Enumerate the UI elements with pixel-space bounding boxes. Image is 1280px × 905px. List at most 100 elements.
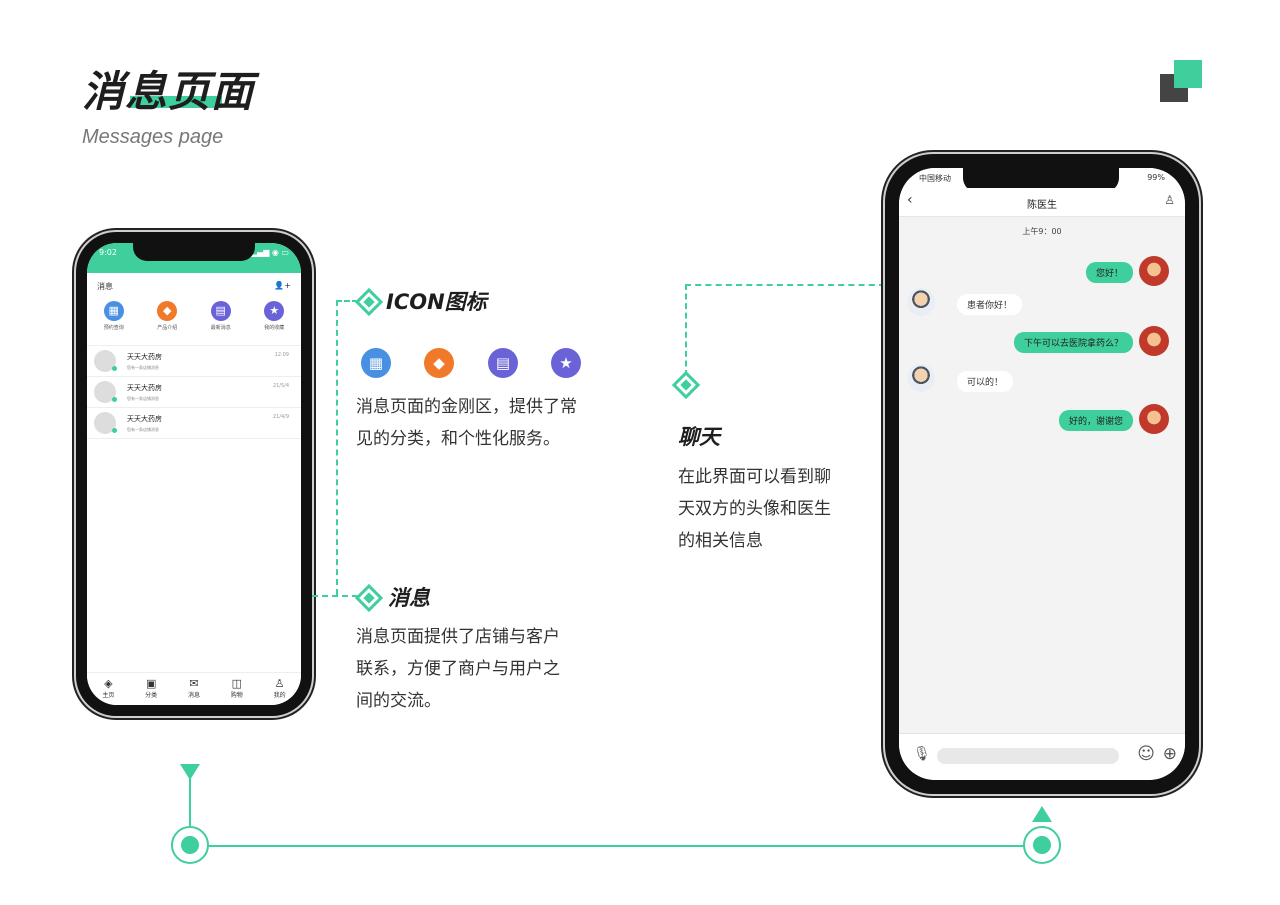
- timeline-node-dot: [181, 836, 199, 854]
- desc-line: 间的交流。: [356, 691, 441, 711]
- list-item[interactable]: 天天大药房 您有一条店铺消息 21/5/4: [87, 376, 301, 407]
- page-title: 消息页面: [82, 67, 255, 116]
- plus-icon[interactable]: ⊕: [1162, 744, 1177, 764]
- chat-screen: 中国移动 99% ‹ 陈医生 ♙ 上午9：00 您好！ 患者你好！ 下午可以去医…: [899, 168, 1185, 780]
- avatar: [1139, 256, 1169, 286]
- chat-callout-desc: 在此界面可以看到聊 天双方的头像和医生 的相关信息: [678, 461, 831, 557]
- avatar: [1139, 326, 1169, 356]
- desc-line: 的相关信息: [678, 531, 763, 551]
- diamond-icon: ◆: [157, 301, 178, 321]
- list-item[interactable]: 天天大药房 您有一条店铺消息 12.09: [87, 345, 301, 376]
- logo-green-square: [1174, 60, 1202, 88]
- outgoing-bubble: 好的，谢谢您: [1058, 410, 1133, 431]
- tab-profile[interactable]: ♙ 我的: [265, 673, 295, 705]
- desc-line: 消息页面提供了店铺与客户: [356, 627, 560, 647]
- shortcut-label: 预约查询: [103, 325, 124, 331]
- arrow-up-icon: [1032, 806, 1052, 822]
- desc-line: 天双方的头像和医生: [678, 499, 831, 519]
- connector-line: [336, 300, 358, 302]
- desc-line: 在此界面可以看到聊: [678, 467, 831, 487]
- avatar: [1139, 404, 1169, 434]
- message-date: 21/5/4: [272, 383, 289, 389]
- tab-label: 购物: [230, 692, 243, 699]
- shortcut-label: 产品介绍: [157, 325, 178, 331]
- avatar: [94, 381, 116, 403]
- chat-timestamp: 上午9：00: [1022, 227, 1062, 236]
- chat-nav-bar: ‹ 陈医生 ♙: [899, 188, 1185, 217]
- shortcut-favorites[interactable]: ★ 我的收藏: [254, 301, 294, 331]
- bookmark-star-icon: ★: [264, 301, 285, 321]
- message-callout-desc: 消息页面提供了店铺与客户 联系，方便了商户与用户之 间的交流。: [356, 621, 560, 717]
- shortcut-news[interactable]: ▤ 最新消息: [201, 301, 241, 331]
- timeline-node: [1023, 826, 1061, 864]
- doctor-avatar: [907, 288, 935, 316]
- profile-icon[interactable]: ♙: [1164, 193, 1175, 207]
- message-callout-title: 消息: [388, 586, 430, 610]
- tab-messages[interactable]: ✉ 消息: [179, 673, 209, 705]
- phone-notch: [133, 243, 255, 261]
- bottom-tab-bar: ◈ 主页 ▣ 分类 ✉ 消息 ◫ 购物 ♙ 我的: [87, 672, 301, 705]
- bookmark-star-icon: ★: [551, 348, 581, 378]
- back-icon[interactable]: ‹: [907, 192, 913, 208]
- diamond-marker: [354, 583, 384, 613]
- connector-line: [685, 284, 885, 286]
- page-subtitle: Messages page: [82, 126, 224, 148]
- carrier-label: 中国移动: [919, 174, 951, 183]
- outgoing-bubble: 下午可以去医院拿药么？: [1013, 332, 1133, 353]
- left-phone-screen: 9:02 ▂▄▆ ◉ ▭ 消息 👤+ ▦ 预约查询 ◆ 产品介绍 ▤ 最新消息 …: [87, 243, 301, 705]
- status-icons: ▂▄▆ ◉ ▭: [250, 248, 289, 257]
- mail-icon: ✉: [189, 677, 199, 690]
- chat-callout-title: 聊天: [678, 425, 720, 449]
- message-preview: 您有一条店铺消息: [127, 396, 159, 401]
- microphone-icon[interactable]: 🎙: [913, 746, 931, 762]
- avatar: [94, 350, 116, 372]
- outgoing-bubble: 您好！: [1085, 262, 1133, 283]
- grid-icon: ▣: [145, 677, 157, 690]
- list-item[interactable]: 天天大药房 您有一条店铺消息 21/4/9: [87, 407, 301, 439]
- tab-label: 主页: [102, 692, 115, 699]
- message-input[interactable]: [937, 748, 1119, 764]
- shortcut-products[interactable]: ◆ 产品介绍: [147, 301, 187, 331]
- message-preview: 您有一条店铺消息: [127, 365, 159, 370]
- contact-name: 陈医生: [1027, 200, 1057, 211]
- diamond-marker: [354, 287, 384, 317]
- message-sender: 天天大药房: [127, 415, 162, 423]
- message-date: 12.09: [274, 352, 289, 358]
- online-dot: [112, 428, 117, 433]
- status-time: 9:02: [99, 248, 117, 257]
- chat-input-bar: 🎙 ☺ ⊕: [899, 733, 1185, 780]
- connector-line: [685, 284, 687, 376]
- emoji-icon[interactable]: ☺: [1137, 744, 1155, 764]
- add-contact-icon[interactable]: 👤+: [274, 281, 291, 290]
- user-icon: ♙: [274, 677, 285, 690]
- battery-label: 99%: [1147, 173, 1165, 182]
- messages-header-title: 消息: [97, 282, 113, 291]
- shortcut-appointment[interactable]: ▦ 预约查询: [94, 301, 134, 331]
- tab-category[interactable]: ▣ 分类: [136, 673, 166, 705]
- doctor-avatar: [907, 364, 935, 392]
- tab-label: 消息: [187, 692, 200, 699]
- timeline-vertical: [189, 766, 191, 826]
- avatar: [94, 412, 116, 434]
- message-preview: 您有一条店铺消息: [127, 427, 159, 432]
- calendar-icon: ▦: [361, 348, 391, 378]
- incoming-bubble: 患者你好！: [957, 294, 1023, 315]
- bag-icon: ◫: [231, 677, 242, 690]
- diamond-icon: ◆: [424, 348, 454, 378]
- right-phone-mockup: 中国移动 99% ‹ 陈医生 ♙ 上午9：00 您好！ 患者你好！ 下午可以去医…: [885, 154, 1199, 794]
- timeline-horizontal: [207, 845, 1025, 847]
- diamond-marker: [671, 370, 701, 400]
- connector-line: [336, 300, 338, 595]
- tab-shopping[interactable]: ◫ 购物: [222, 673, 252, 705]
- message-date: 21/4/9: [272, 414, 289, 420]
- desc-line: 消息页面的金刚区，提供了常: [356, 397, 577, 417]
- arrow-down-icon: [180, 764, 200, 780]
- shortcut-grid: ▦ 预约查询 ◆ 产品介绍 ▤ 最新消息 ★ 我的收藏: [87, 301, 301, 331]
- message-sender: 天天大药房: [127, 384, 162, 392]
- tab-home[interactable]: ◈ 主页: [93, 673, 123, 705]
- icon-callout-desc: 消息页面的金刚区，提供了常 见的分类，和个性化服务。: [356, 391, 577, 455]
- message-sender: 天天大药房: [127, 353, 162, 361]
- shortcut-label: 最新消息: [210, 325, 231, 331]
- online-dot: [112, 366, 117, 371]
- layers-icon: ◈: [104, 677, 113, 690]
